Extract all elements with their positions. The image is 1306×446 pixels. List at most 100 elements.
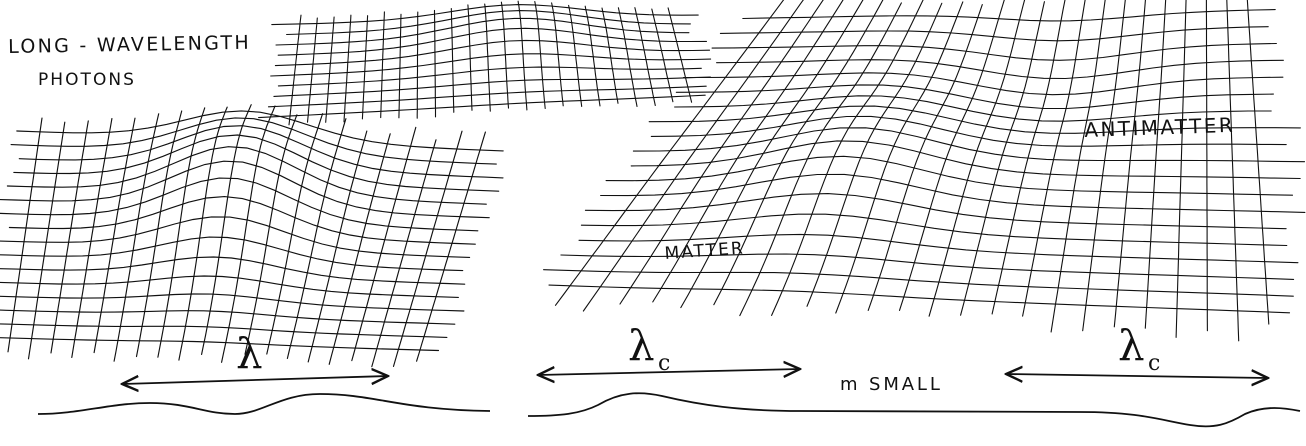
grid-line xyxy=(16,110,504,152)
grid-line xyxy=(601,7,619,104)
grid-line xyxy=(0,256,466,285)
compton-wavelength-indicator-right: λ c xyxy=(1006,321,1268,378)
grid-line xyxy=(835,1,964,314)
compton-arrow-left-icon xyxy=(538,369,800,375)
grid-line xyxy=(674,95,1272,122)
grid-line xyxy=(517,0,528,111)
grid-line xyxy=(1113,0,1146,328)
grid-line xyxy=(580,213,1288,247)
grid-line xyxy=(648,105,1301,134)
grid-line xyxy=(771,0,924,316)
grid-line xyxy=(0,236,464,272)
grid-line xyxy=(416,11,419,119)
grid-line xyxy=(450,8,455,113)
long-wave-curve-icon xyxy=(37,393,491,415)
grid-line xyxy=(433,9,437,118)
grid-line xyxy=(0,293,465,312)
grid-line xyxy=(306,17,318,123)
grid-line xyxy=(273,76,711,97)
grid-line xyxy=(739,2,902,317)
photon-grid-large xyxy=(0,104,504,368)
grid-line xyxy=(682,72,1284,96)
grid-line xyxy=(651,8,674,103)
grid-line xyxy=(221,105,276,363)
grid-line xyxy=(617,7,638,107)
grid-line xyxy=(500,1,510,109)
compton-wavelength-indicator-left: λ c xyxy=(538,321,800,376)
grid-line xyxy=(50,120,89,354)
grid-line xyxy=(713,0,884,306)
grid-line xyxy=(380,11,385,119)
grid-line xyxy=(286,10,691,36)
lambda-c-subscript-left: c xyxy=(658,351,670,376)
grid-line xyxy=(0,275,459,298)
grid-line xyxy=(1205,0,1208,332)
grid-line xyxy=(898,0,1005,311)
grid-line xyxy=(630,140,1301,180)
grid-line xyxy=(667,7,693,103)
grid-line xyxy=(650,115,1287,147)
grid-line xyxy=(619,0,824,305)
grid-line xyxy=(8,196,476,245)
grid-line xyxy=(742,9,1276,22)
grid-line xyxy=(551,2,564,107)
grid-line xyxy=(371,139,437,368)
grid-line xyxy=(343,14,352,123)
grid-line xyxy=(632,127,1306,163)
grid-line xyxy=(1144,0,1167,329)
grid-line xyxy=(286,118,347,359)
grid-line xyxy=(93,117,136,354)
grid-line xyxy=(0,337,440,352)
grid-line xyxy=(307,130,368,363)
grid-line xyxy=(806,2,943,307)
grid-line xyxy=(582,0,804,312)
grid-line xyxy=(288,14,302,126)
grid-line xyxy=(680,0,864,309)
grid-line xyxy=(6,146,487,205)
grid-line xyxy=(266,113,324,355)
grid-line xyxy=(13,134,500,192)
grid-line xyxy=(1246,0,1270,325)
grid-line xyxy=(351,126,417,362)
grid-line xyxy=(267,85,707,108)
grid-line xyxy=(554,0,785,306)
grid-line xyxy=(275,17,690,46)
photons-title-line2: PHOTONS xyxy=(38,70,136,90)
grid-line xyxy=(543,269,1294,297)
grid-line xyxy=(605,155,1294,196)
grid-line xyxy=(178,106,228,361)
grid-line xyxy=(928,0,1026,317)
grid-line xyxy=(157,107,206,358)
photon-grid-small xyxy=(258,0,712,126)
grid-line xyxy=(584,5,601,107)
grid-line xyxy=(1175,0,1187,338)
lambda-c-symbol-left: λ xyxy=(628,321,655,370)
grid-line xyxy=(548,284,1291,314)
grid-line xyxy=(201,104,252,355)
field-wave-curve-icon xyxy=(527,392,1301,428)
massive-field-grid xyxy=(543,0,1306,342)
grid-line xyxy=(244,114,298,355)
grid-line xyxy=(960,1,1045,316)
grid-line xyxy=(0,177,479,232)
grid-line xyxy=(716,59,1284,80)
grid-line xyxy=(0,216,471,258)
grid-line xyxy=(719,26,1269,42)
lambda-c-subscript-right: c xyxy=(1148,351,1160,376)
wavelength-indicator: λ xyxy=(122,329,388,384)
lambda-symbol: λ xyxy=(236,329,263,378)
grid-line xyxy=(991,0,1066,315)
grid-line xyxy=(398,13,402,119)
grid-line xyxy=(258,94,706,119)
grid-line xyxy=(484,3,491,112)
wavelength-arrow-icon xyxy=(122,376,388,384)
grid-line xyxy=(534,1,546,110)
grid-line xyxy=(634,7,656,107)
grid-line xyxy=(1050,0,1106,333)
grid-line xyxy=(675,84,1274,110)
grid-line xyxy=(361,15,369,120)
lambda-c-symbol-right: λ xyxy=(1118,321,1145,370)
grid-line xyxy=(1082,0,1126,332)
grid-line xyxy=(1022,0,1086,317)
